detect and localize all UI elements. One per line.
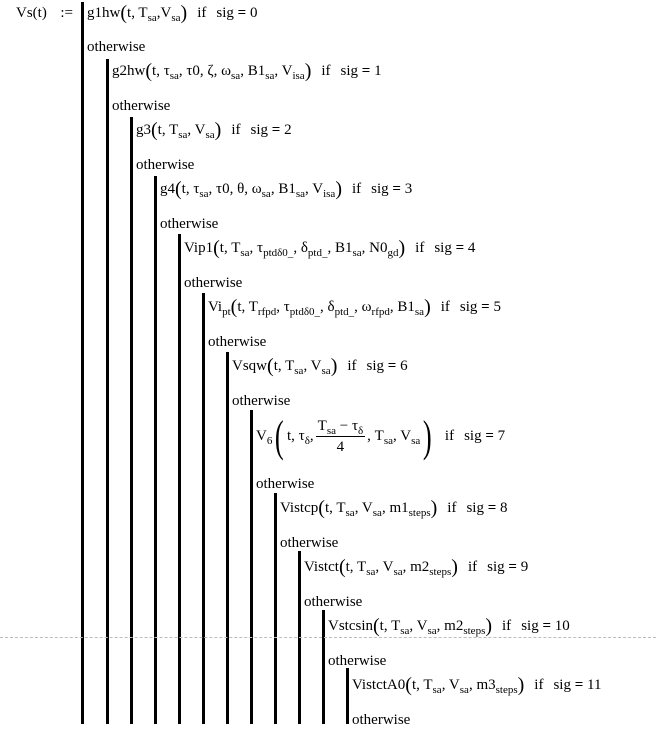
func-name: VistctA0 [352,677,406,693]
program-bar-level-2 [130,117,133,724]
sig-value: 11 [587,677,602,693]
program-bar-level-5 [202,293,205,724]
program-bar-level-3 [154,176,157,724]
definition-lhs[interactable]: Vs(t) := [16,4,73,22]
otherwise-keyword: otherwise [112,98,171,114]
page-break-line [0,637,656,638]
program-bar-level-6 [226,352,229,724]
program-bar-level-4 [178,234,181,724]
otherwise-keyword: otherwise [304,594,363,610]
func-name: Vistct [304,559,339,575]
sig-value: 4 [467,240,476,256]
otherwise-keyword: otherwise [160,216,219,232]
func-name: g4 [160,181,175,197]
func-name: V [256,428,267,444]
otherwise-keyword: otherwise [352,712,411,728]
function-name: Vs(t) [16,5,47,21]
program-bar-level-11 [346,668,349,724]
func-name: g3 [136,122,151,138]
func-name: Vip1 [184,240,214,256]
func-name: Vstcsin [328,618,373,634]
otherwise-keyword: otherwise [184,275,243,291]
func-name: Vistcp [280,500,319,516]
func-name: Vsqw [232,358,268,374]
sig-value: 1 [374,63,382,79]
otherwise-keyword: otherwise [87,39,146,55]
sig-value: 6 [400,358,408,374]
branch-sig-4[interactable]: Vip1(t, Tsa, τptdδ0_, δptd_, B1sa, N0gd)… [184,237,476,259]
program-bar-level-8 [274,493,277,724]
program-bar-level-7 [250,410,253,724]
sig-value: 7 [497,428,506,444]
sig-value: 3 [404,181,413,197]
func-name: g1hw [87,5,121,21]
func-name: g2hw [112,63,146,79]
sig-value: 0 [249,5,258,21]
if-keyword: if [197,5,207,21]
sig-value: 8 [500,500,508,516]
otherwise-keyword: otherwise [232,393,291,409]
sig-value: 5 [493,299,501,315]
func-name: Vi [208,299,223,315]
otherwise-keyword: otherwise [208,334,267,350]
assign-operator: := [60,5,73,21]
otherwise-keyword: otherwise [328,653,387,669]
otherwise-keyword: otherwise [280,535,339,551]
program-bar-level-0 [81,2,84,724]
sig-value: 9 [520,559,529,575]
otherwise-keyword: otherwise [256,476,315,492]
otherwise-keyword: otherwise [136,157,195,173]
branch-sig-5[interactable]: Vipt(t, Trfpd, τptdδ0_, δptd_, ωrfpd, B1… [208,296,501,318]
sig-value: 2 [284,122,292,138]
sig-value: 10 [554,618,570,634]
program-bar-level-1 [106,59,109,724]
program-bar-level-10 [322,610,325,724]
